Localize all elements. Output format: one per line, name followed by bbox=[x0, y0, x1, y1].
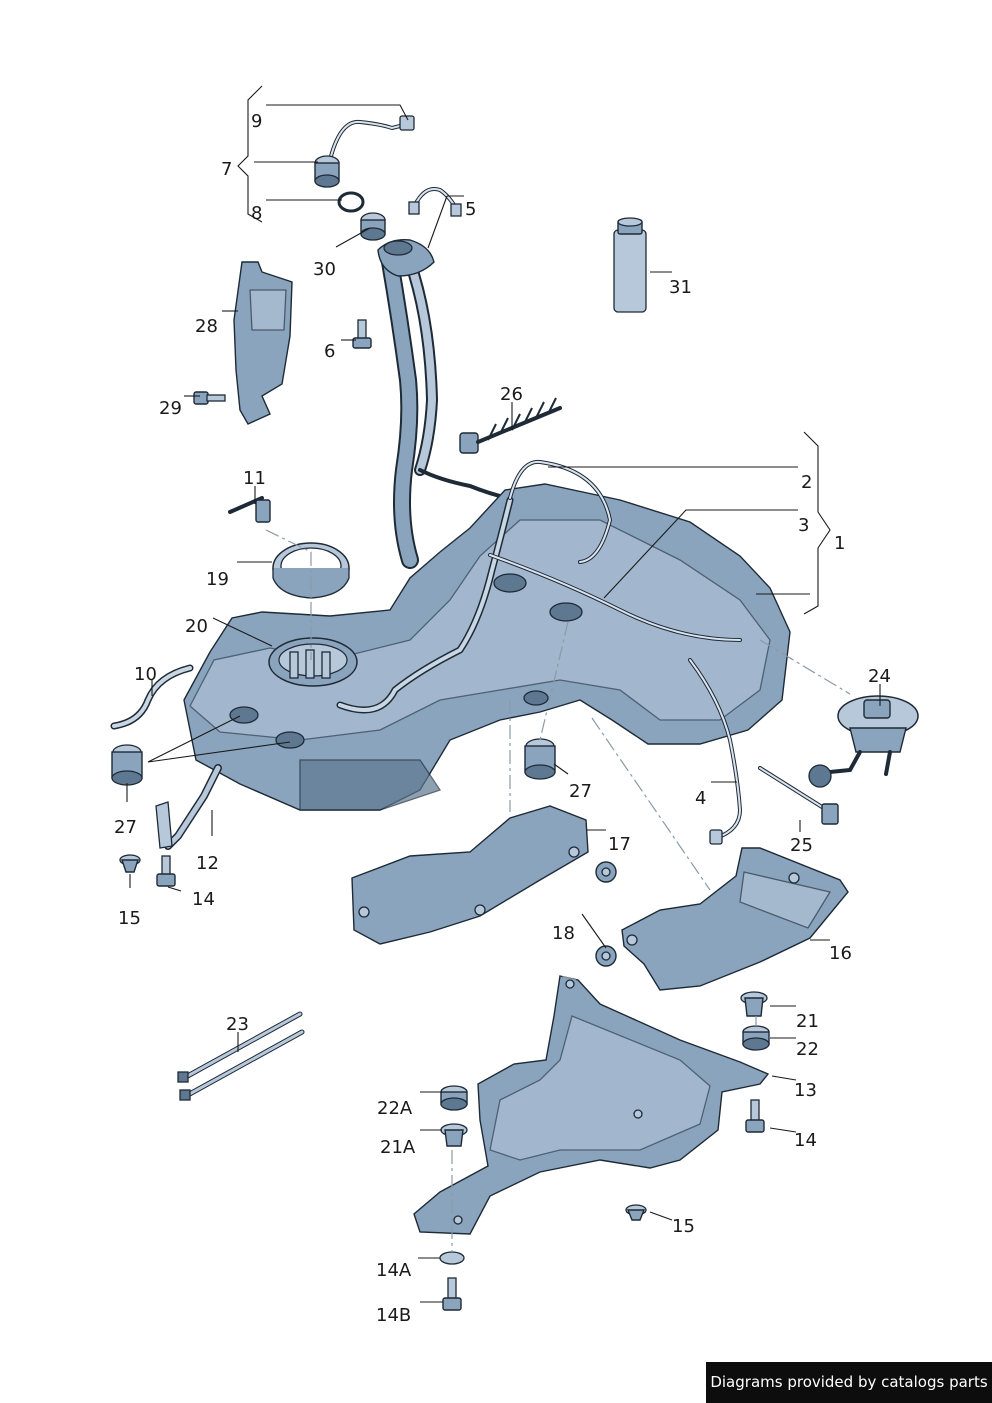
part-14A-washer bbox=[439, 1251, 465, 1265]
part-15-plug-right bbox=[625, 1204, 647, 1221]
part-30-nut bbox=[360, 212, 386, 241]
callout-label: 9 bbox=[251, 111, 262, 132]
tank-fuel-lines bbox=[336, 459, 742, 714]
part-11-connector bbox=[228, 496, 271, 523]
callout-label: 15 bbox=[672, 1216, 695, 1237]
credit-text: Diagrams provided by catalogs parts bbox=[710, 1373, 988, 1391]
callout-label: 27 bbox=[114, 817, 137, 838]
callout-label: 13 bbox=[794, 1080, 817, 1101]
callout-label: 22A bbox=[377, 1098, 413, 1119]
part-25-lever bbox=[758, 766, 839, 825]
callout-label: 4 bbox=[695, 788, 706, 809]
callout-label: 19 bbox=[206, 569, 229, 590]
part-5-wire bbox=[408, 187, 462, 217]
part-20-pump-flange bbox=[268, 637, 358, 687]
part-22A-grommet bbox=[440, 1085, 468, 1111]
part-4-return-line bbox=[688, 658, 743, 845]
part-8-o-ring bbox=[337, 191, 365, 213]
callout-label: 21A bbox=[380, 1137, 416, 1158]
part-12-strap bbox=[155, 764, 222, 850]
part-14-bolt-left bbox=[156, 855, 176, 887]
callout-label: 2 bbox=[801, 472, 812, 493]
callout-label: 1 bbox=[834, 533, 845, 554]
callout-label: 8 bbox=[251, 203, 262, 224]
callout-label: 14A bbox=[376, 1260, 412, 1281]
part-16-heat-shield bbox=[621, 847, 849, 991]
callout-label: 31 bbox=[669, 277, 692, 298]
part-22-grommet bbox=[742, 1025, 770, 1051]
callout-label: 3 bbox=[798, 515, 809, 536]
part-17-heat-shield bbox=[351, 805, 589, 945]
part-21-grommet bbox=[740, 991, 768, 1017]
fuel-tank bbox=[183, 483, 791, 811]
part-27-mount-left bbox=[111, 744, 143, 786]
callout-label: 22 bbox=[796, 1039, 819, 1060]
callout-label: 14 bbox=[794, 1130, 817, 1151]
leader-lines bbox=[126, 85, 881, 1303]
callout-label: 11 bbox=[243, 468, 266, 489]
callout-label: 21 bbox=[796, 1011, 819, 1032]
part-29-bolt bbox=[193, 391, 226, 405]
part-14B-bolt bbox=[442, 1277, 462, 1311]
callout-label: 26 bbox=[500, 384, 523, 405]
part-10-hose bbox=[110, 664, 194, 730]
part-23-cable-ties bbox=[177, 1011, 305, 1101]
part-24-sender-unit bbox=[808, 695, 919, 788]
callout-label: 14B bbox=[376, 1305, 411, 1326]
filler-neck-pipe bbox=[377, 239, 510, 569]
callout-label: 6 bbox=[324, 341, 335, 362]
assembly-lines bbox=[265, 529, 851, 1252]
part-13-underbody-shield bbox=[413, 975, 770, 1235]
callout-label: 15 bbox=[118, 908, 141, 929]
callout-label: 29 bbox=[159, 398, 182, 419]
callout-label: 20 bbox=[185, 616, 208, 637]
part-18-nut-upper bbox=[595, 861, 617, 883]
callout-label: 7 bbox=[221, 159, 232, 180]
part-15-plug-left bbox=[119, 854, 141, 873]
part-27-mount-right bbox=[524, 738, 556, 780]
part-6-bolt bbox=[352, 319, 372, 349]
parts-artwork bbox=[110, 115, 919, 1311]
part-7-sender bbox=[314, 155, 340, 188]
credit-banner: Diagrams provided by catalogs parts bbox=[706, 1362, 992, 1403]
part-26-harness bbox=[459, 397, 562, 454]
part-31-bottle bbox=[613, 217, 647, 313]
part-21A-grommet bbox=[440, 1123, 468, 1147]
callout-label: 25 bbox=[790, 835, 813, 856]
callout-label: 14 bbox=[192, 889, 215, 910]
part-28-heat-shield bbox=[233, 261, 293, 425]
callout-label: 16 bbox=[829, 943, 852, 964]
callout-label: 28 bbox=[195, 316, 218, 337]
callout-label: 24 bbox=[868, 666, 891, 687]
callout-label: 12 bbox=[196, 853, 219, 874]
callout-label: 23 bbox=[226, 1014, 249, 1035]
callout-label: 5 bbox=[465, 199, 476, 220]
part-9-wire-harness bbox=[328, 115, 415, 162]
callout-label: 17 bbox=[608, 834, 631, 855]
part-14-bolt-right bbox=[745, 1099, 765, 1133]
callout-label: 30 bbox=[313, 259, 336, 280]
callout-label: 10 bbox=[134, 664, 157, 685]
callout-label: 27 bbox=[569, 781, 592, 802]
callout-labels: 9 7 8 5 30 31 6 28 29 26 2 3 1 11 19 20 … bbox=[114, 111, 891, 1326]
part-18-nut-lower bbox=[595, 945, 617, 967]
callout-label: 18 bbox=[552, 923, 575, 944]
